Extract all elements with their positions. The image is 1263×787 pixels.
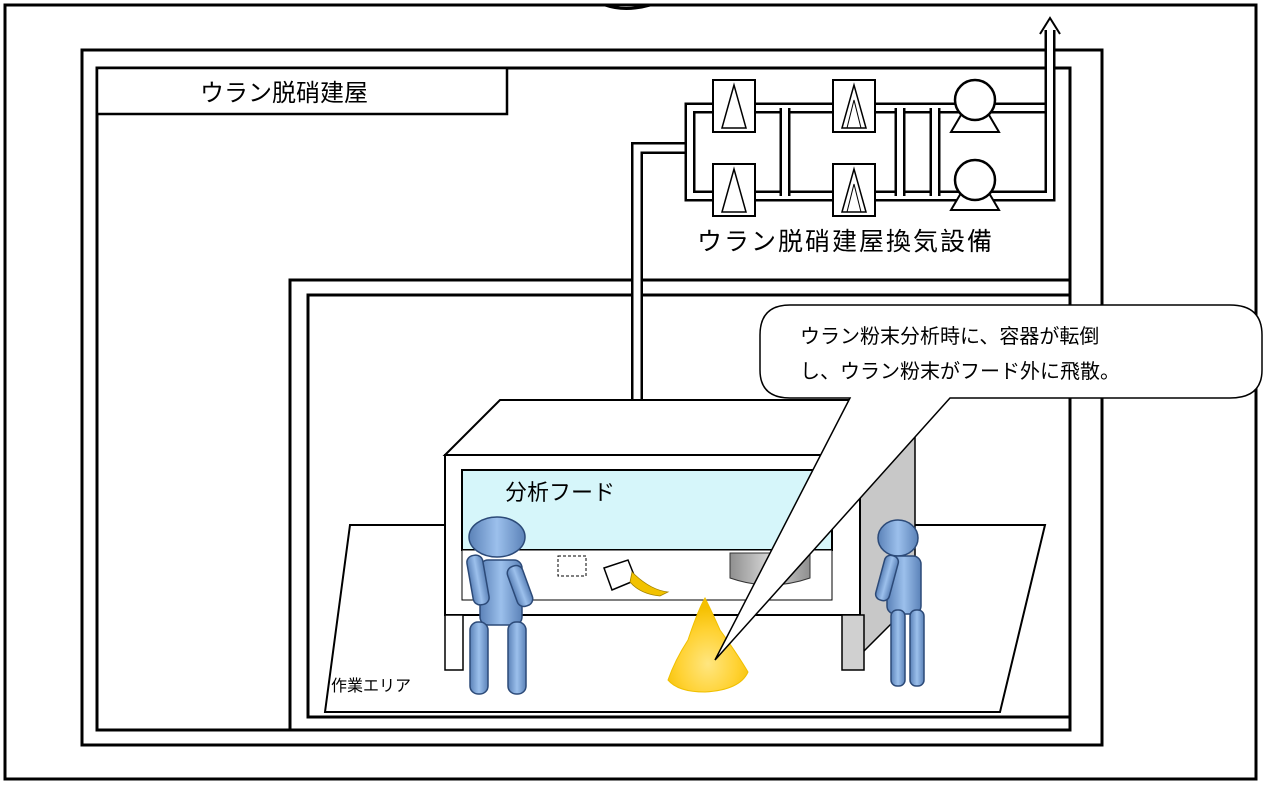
ventilation-system: ウラン脱硝建屋換気設備 [631,16,1061,416]
callout-line-2: し、ウラン粉末がフード外に飛散。 [800,359,1120,383]
frame-mark [604,3,651,10]
worker-icon [466,516,534,695]
filter-icon [712,79,756,133]
incident-callout: ウラン粉末分析時に、容器が転倒 し、ウラン粉末がフード外に飛散。 [714,304,1263,661]
work-area-label: 作業エリア [331,676,411,695]
callout-line-1: ウラン粉末分析時に、容器が転倒 [800,324,1099,348]
building-label-box [95,66,509,116]
powder-spill-icon [667,596,749,693]
fan-icon [949,158,1001,211]
toppled-container-icon [603,559,670,597]
filter-icon [832,79,876,133]
hood-label: 分析フード [505,481,615,506]
worker-icon [874,519,925,687]
ventilation-label: ウラン脱硝建屋換気設備 [697,227,994,256]
filter-icon [832,163,876,217]
building-label: ウラン脱硝建屋 [200,79,368,107]
container-outline-icon [557,555,587,577]
filter-icon [712,163,756,217]
fan-icon [949,78,1001,133]
